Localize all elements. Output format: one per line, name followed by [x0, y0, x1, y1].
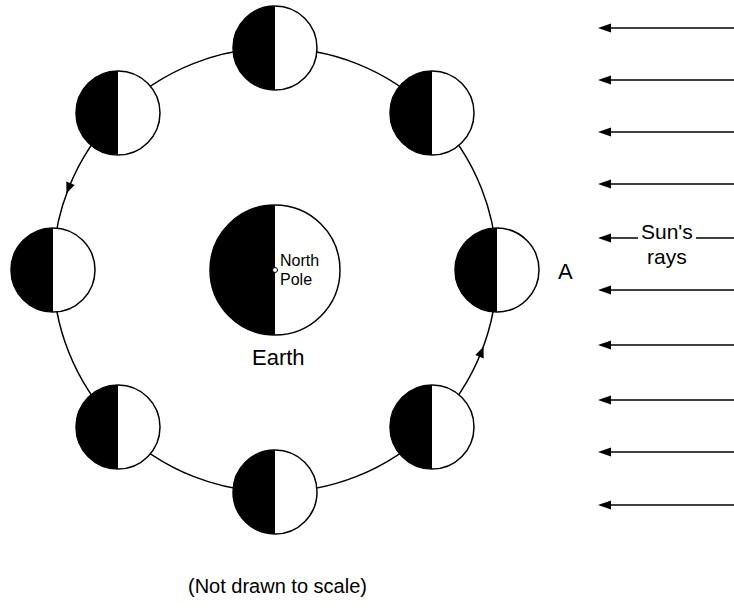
orbit-direction-arrow: [475, 345, 487, 359]
pole-label: North Pole: [280, 251, 319, 289]
orbit-direction-arrow: [62, 182, 74, 196]
moon: [390, 385, 474, 469]
planet-name: Earth: [252, 345, 305, 371]
sun-rays: [598, 24, 734, 510]
moon: [76, 385, 160, 469]
moon: [233, 6, 317, 90]
earth-circle: North PoleEarth: [209, 204, 341, 336]
moon-orbit: [53, 48, 497, 492]
position-letter: A: [555, 259, 576, 285]
moon: [233, 450, 317, 534]
earth-shape: [209, 204, 341, 336]
caption: (Not drawn to scale): [188, 574, 367, 598]
moon-positions: [11, 6, 539, 534]
moon: [76, 71, 160, 155]
moon: [455, 228, 539, 312]
moon: [11, 228, 95, 312]
sun-rays-label: Sun's rays: [638, 219, 696, 269]
moon: [390, 71, 474, 155]
